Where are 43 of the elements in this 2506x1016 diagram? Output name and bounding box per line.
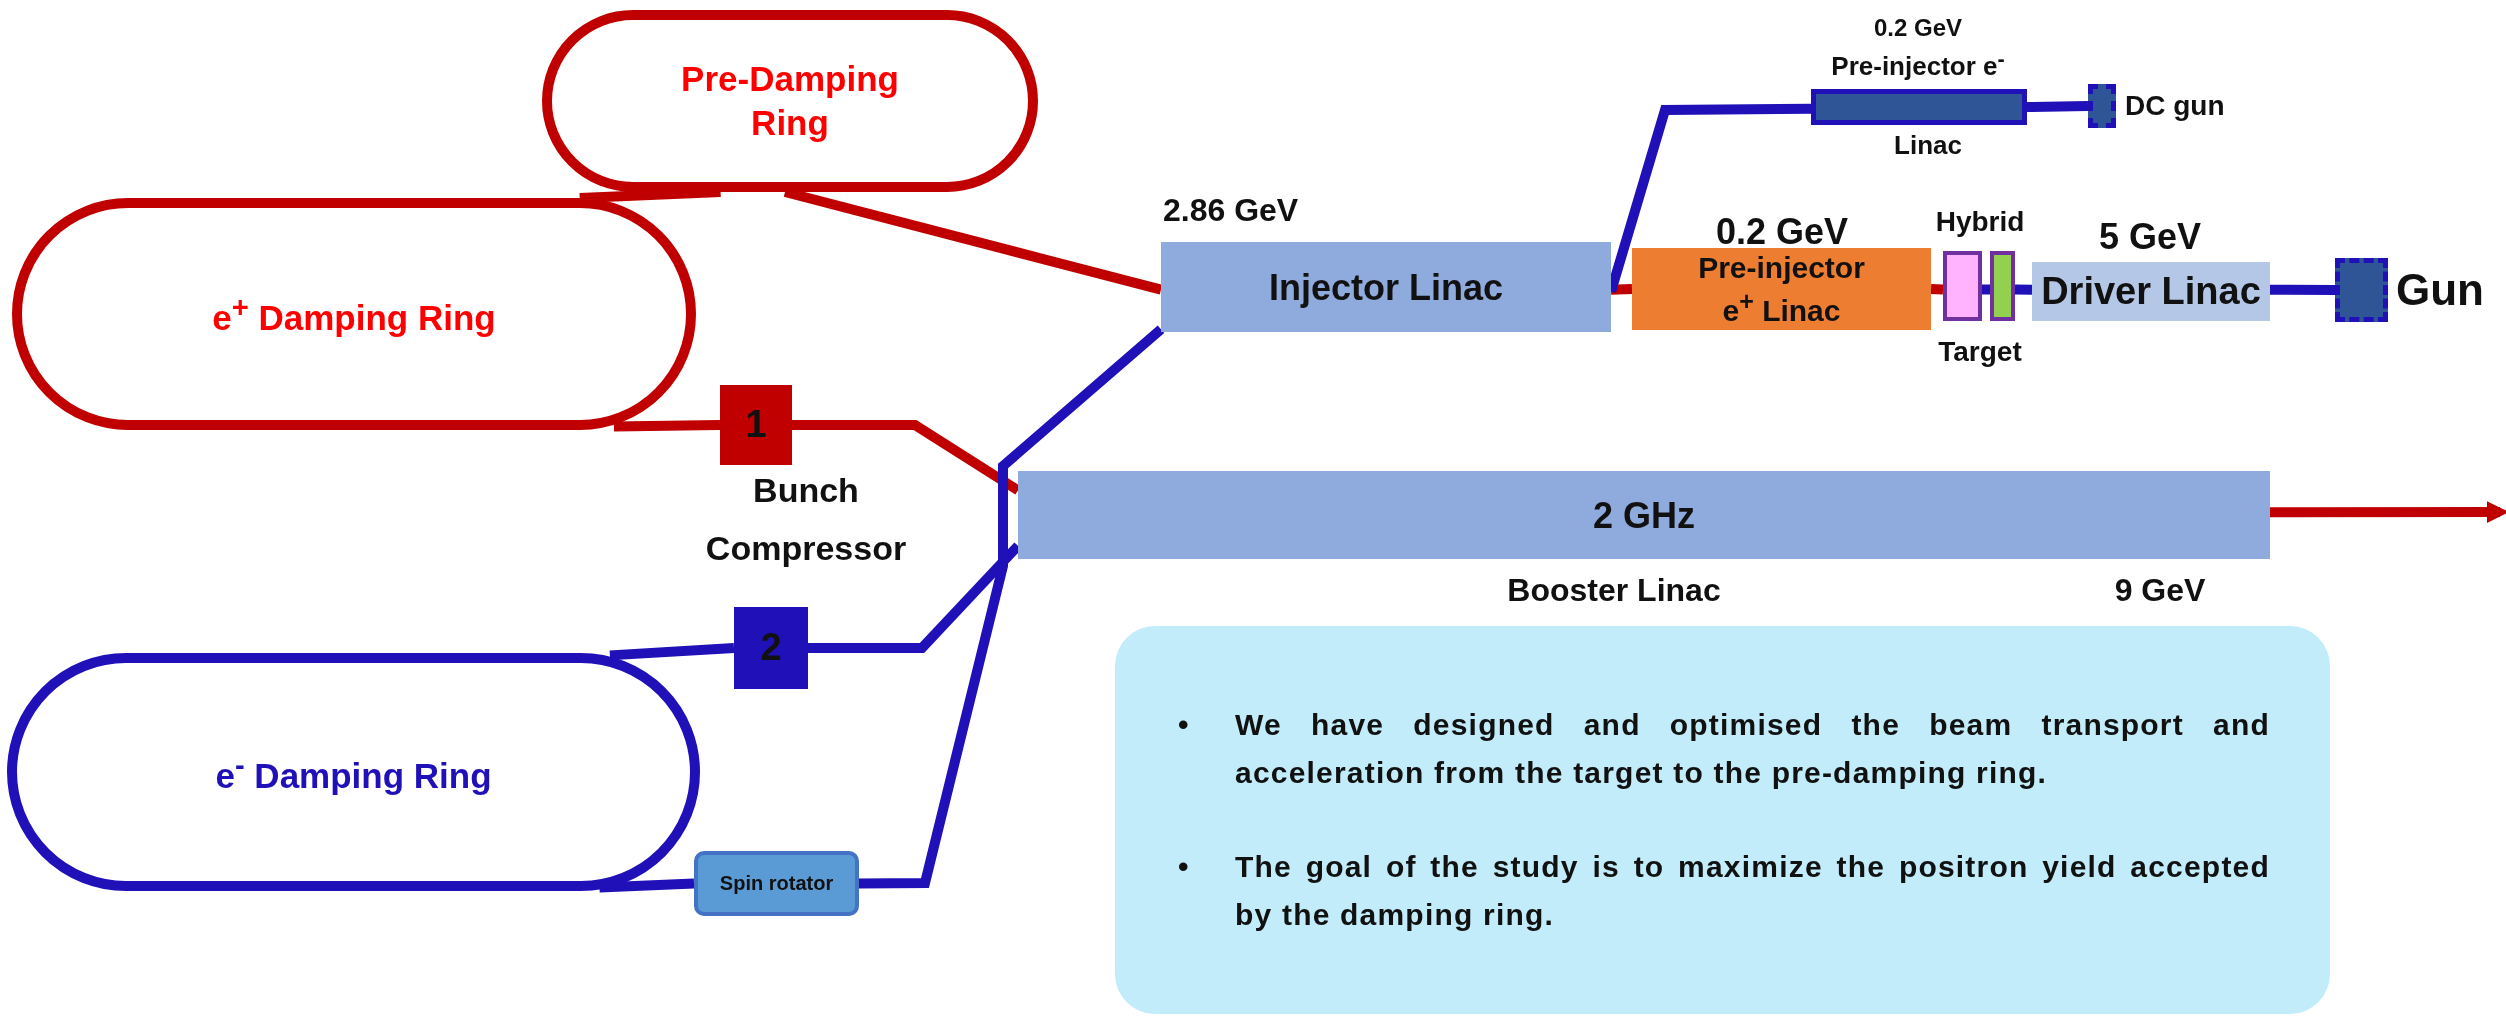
bullet-text: The goal of the study is to maximize the positron yield accepted by the damping ring.: [1235, 849, 2270, 933]
energy-label: 9 GeV: [2114, 570, 2206, 610]
electron-damping-ring: e$^{-}$ Damping Ring: [7, 653, 700, 891]
target-block: [1943, 251, 1982, 321]
energy-label: 5 GeV: [2098, 215, 2202, 259]
bullet-mark: •: [1178, 848, 1189, 885]
beam-line: [858, 325, 1165, 889]
gun-block: [2088, 84, 2116, 128]
bullet-mark: •: [1178, 706, 1189, 743]
gun-block: [2335, 258, 2388, 322]
beam-line: [1930, 284, 1944, 295]
note-panel: [1115, 626, 2330, 1014]
beam-line: [1982, 284, 1990, 295]
gun-label: DC gun: [2125, 89, 2225, 123]
beam-line: [599, 878, 695, 893]
pre-damping-ring: Pre-Damping Ring: [542, 10, 1038, 192]
component-label: Bunch Compressor: [704, 470, 908, 569]
beam-line: [2014, 284, 2033, 295]
spin-rotator-box: Spin rotator: [694, 851, 859, 916]
positron-damping-ring: e$^{+}$ Damping Ring: [12, 198, 696, 430]
energy-label: 0.2 GeV: [1873, 13, 1963, 43]
bunch-compressor-block: 1: [720, 385, 792, 465]
energy-label: 2.86 GeV: [1163, 190, 1299, 230]
booster-linac-bar: 2 GHz: [1018, 471, 2270, 559]
beam-line: [2270, 284, 2335, 295]
driver-linac-box: Driver Linac: [2032, 262, 2270, 321]
beam-arrow: [2270, 501, 2506, 523]
linac-label: Pre-injector e$^{-}$: [1831, 45, 2005, 83]
positron-linac-box: Pre-injector e$^{+}$ Linac: [1632, 248, 1931, 330]
beam-line: [609, 643, 735, 661]
linac-label: Booster Linac: [1507, 570, 1721, 610]
component-label: Target: [1938, 335, 2022, 370]
gun-label: Gun: [2396, 263, 2484, 316]
beam-line: [613, 420, 721, 432]
linac-label: Linac: [1894, 130, 1962, 162]
bunch-compressor-block: 2: [734, 607, 808, 689]
component-label: Hybrid: [1935, 205, 2025, 240]
beam-line: [2026, 101, 2089, 112]
injector-linac-box: Injector Linac: [1161, 242, 1611, 332]
bullet-text: We have designed and optimised the beam transport and acceleration from the target to the pre-damping ring.: [1235, 707, 2270, 791]
beam-line: [1610, 284, 1633, 295]
electron-linac-bar: [1811, 89, 2027, 125]
target-block: [1990, 251, 2015, 321]
